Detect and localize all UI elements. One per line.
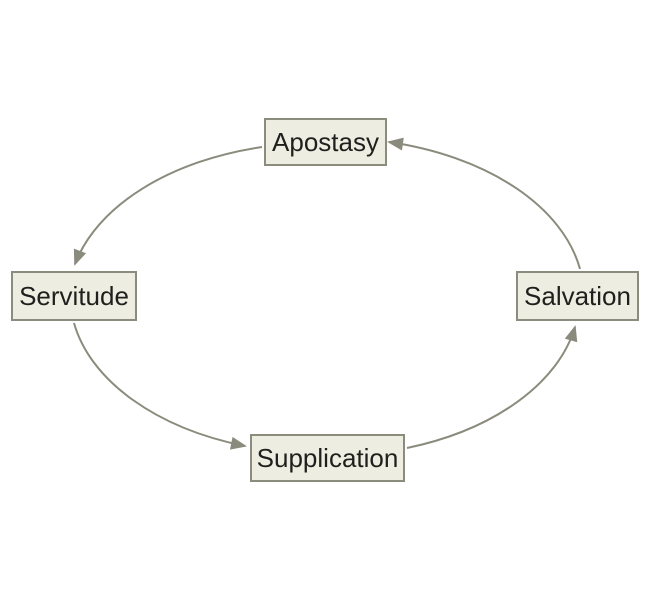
node-apostasy: Apostasy: [264, 118, 387, 166]
arrow-supplication-to-salvation-icon: [406, 325, 578, 449]
arrow-salvation-to-apostasy-icon: [387, 137, 581, 270]
arrow-servitude-to-supplication-icon: [73, 322, 247, 450]
node-salvation: Salvation: [516, 271, 639, 321]
node-servitude-label: Servitude: [19, 281, 129, 311]
node-salvation-label: Salvation: [524, 281, 631, 311]
arrow-apostasy-to-servitude-icon: [73, 146, 263, 266]
node-supplication: Supplication: [250, 434, 405, 482]
node-apostasy-label: Apostasy: [272, 127, 379, 157]
node-supplication-label: Supplication: [256, 443, 399, 473]
node-servitude: Servitude: [11, 271, 137, 321]
